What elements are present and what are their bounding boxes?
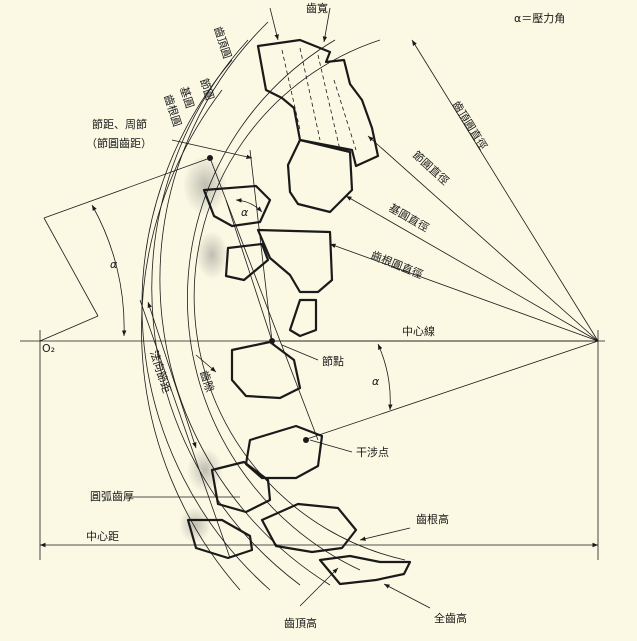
shading: [179, 155, 228, 543]
pitch-label-bottom: （節圓齒距）: [86, 136, 152, 150]
o2-label: O₂: [42, 342, 55, 355]
interference-label: 干涉点: [356, 445, 389, 459]
alpha-left-label: α: [110, 258, 118, 271]
alpha-right-label: α: [372, 375, 380, 388]
interference-point-marker: [303, 437, 309, 443]
tip-circle-label: 齒頂圓: [211, 25, 234, 60]
points: [207, 155, 309, 443]
pitch-point-marker: [269, 338, 275, 344]
center-distance-label: 中心距: [86, 530, 119, 543]
dimension-lines: [40, 7, 598, 609]
base-circle-label: 基圓: [177, 85, 196, 110]
pitch-label-top: 節距、周節: [92, 117, 147, 131]
addendum-label: 齒頂高: [284, 616, 317, 630]
alpha-mid-label: α: [241, 206, 249, 219]
gear-teeth: [186, 38, 412, 586]
pitch-diameter-label: 節圓直徑: [410, 148, 452, 188]
pitch-circle-label: 節圓: [197, 77, 217, 102]
pitch-point-label: 節點: [322, 354, 344, 368]
tooth-width-label: 齒寬: [306, 1, 328, 15]
center-line-label: 中心線: [402, 324, 435, 338]
tooth-hatch: [281, 47, 357, 151]
diameter-lines: [272, 39, 599, 441]
root-diameter-label: 齒根圓直徑: [369, 248, 425, 282]
dedendum-label: 齒根高: [416, 512, 449, 526]
pressure-angle-title: α＝壓力角: [514, 12, 565, 25]
base-diameter-label: 基圓直徑: [387, 200, 432, 234]
clearance-label: 齒隙: [197, 369, 217, 394]
center-axis: [20, 330, 605, 560]
arc-thickness-label: 圓弧齒厚: [90, 489, 134, 503]
whole-depth-label: 全齒高: [434, 611, 467, 625]
pitch-start-point: [207, 155, 213, 161]
tip-diameter-label: 齒頂圓直徑: [449, 98, 490, 152]
